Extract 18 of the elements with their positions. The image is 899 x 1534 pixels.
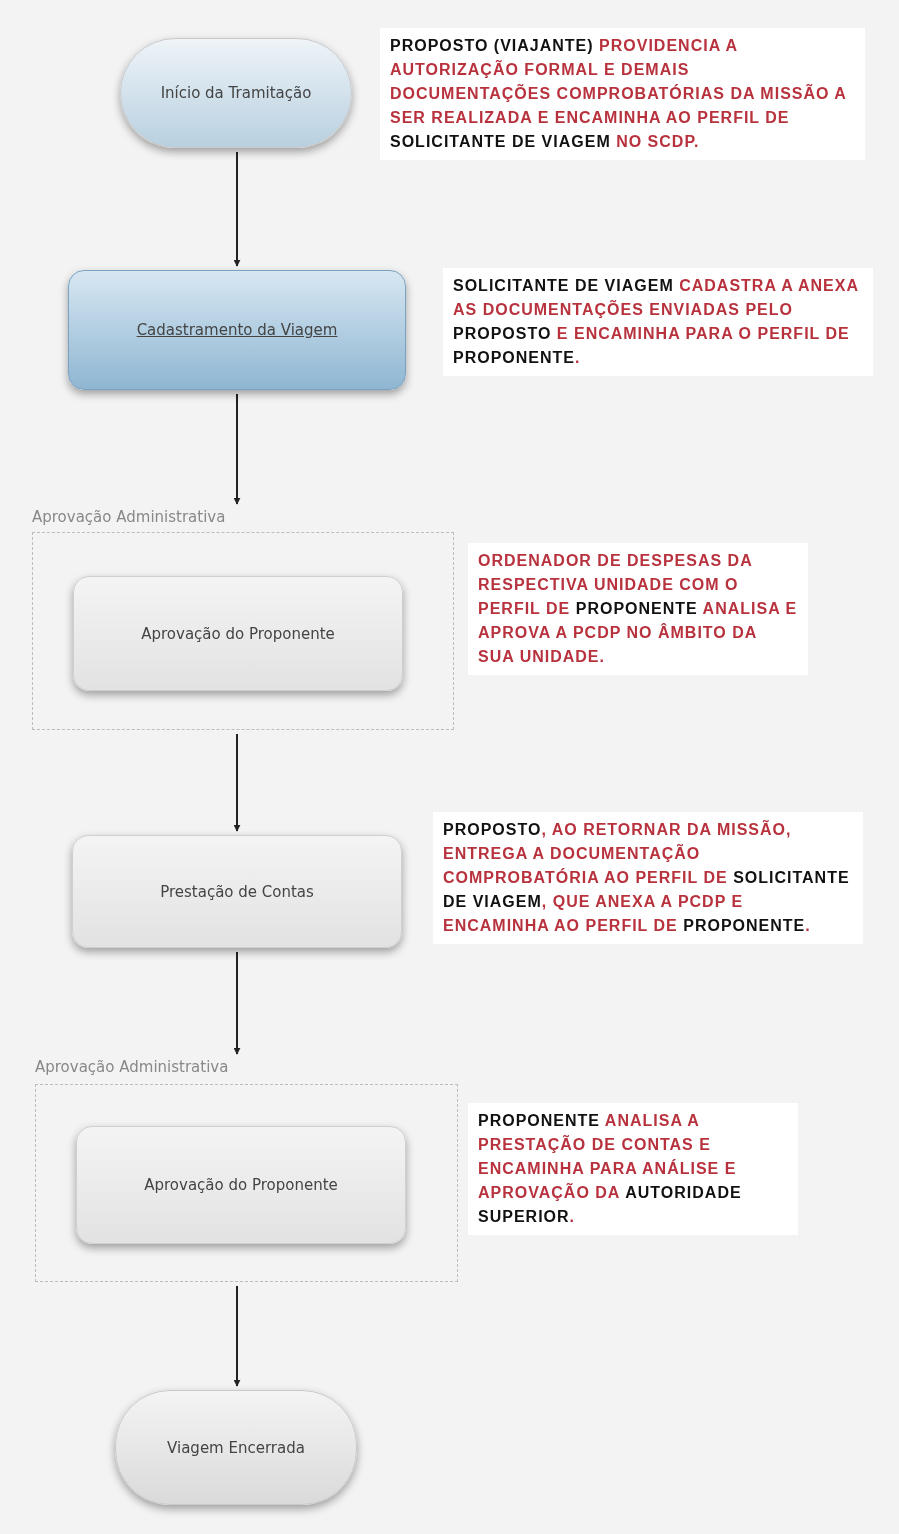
step-description: PROPONENTE ANALISA A PRESTAÇÃO DE CONTAS E ENCAMINHA PARA ANÁLISE E APROVAÇÃO DA AUTORIDADE SUPERIOR. bbox=[468, 1103, 798, 1235]
process-box: Prestação de Contas bbox=[72, 835, 402, 948]
arrow bbox=[233, 151, 241, 267]
step-description: ORDENADOR DE DESPESAS DA RESPECTIVA UNIDADE COM O PERFIL DE PROPONENTE ANALISA E APROVA A PCDP NO ÂMBITO DA SUA UNIDADE. bbox=[468, 543, 808, 675]
group-heading: Aprovação Administrativa bbox=[35, 1058, 229, 1076]
step-description: PROPOSTO (VIAJANTE) PROVIDENCIA A AUTORIZAÇÃO FORMAL E DEMAIS DOCUMENTAÇÕES COMPROBATÓRIAS DA MISSÃO A SER REALIZADA E ENCAMINHA AO PERFIL DE SOLICITANTE DE VIAGEM NO SCDP. bbox=[380, 28, 865, 160]
step-description: SOLICITANTE DE VIAGEM CADASTRA A ANEXA AS DOCUMENTAÇÕES ENVIADAS PELO PROPOSTO E ENCAMINHA PARA O PERFIL DE PROPONENTE. bbox=[443, 268, 873, 376]
end-terminal: Viagem Encerrada bbox=[115, 1390, 357, 1505]
arrow bbox=[233, 1285, 241, 1387]
arrow bbox=[233, 951, 241, 1055]
arrow bbox=[233, 393, 241, 505]
group-heading: Aprovação Administrativa bbox=[32, 508, 226, 526]
process-box: Cadastramento da Viagem bbox=[68, 270, 406, 390]
start-terminal: Início da Tramitação bbox=[120, 38, 352, 148]
process-box: Aprovação do Proponente bbox=[76, 1126, 406, 1244]
arrow bbox=[233, 733, 241, 832]
process-box: Aprovação do Proponente bbox=[73, 576, 403, 691]
step-description: PROPOSTO, AO RETORNAR DA MISSÃO, ENTREGA A DOCUMENTAÇÃO COMPROBATÓRIA AO PERFIL DE SOLICITANTE DE VIAGEM, QUE ANEXA A PCDP E ENCAMINHA AO PERFIL DE PROPONENTE. bbox=[433, 812, 863, 944]
